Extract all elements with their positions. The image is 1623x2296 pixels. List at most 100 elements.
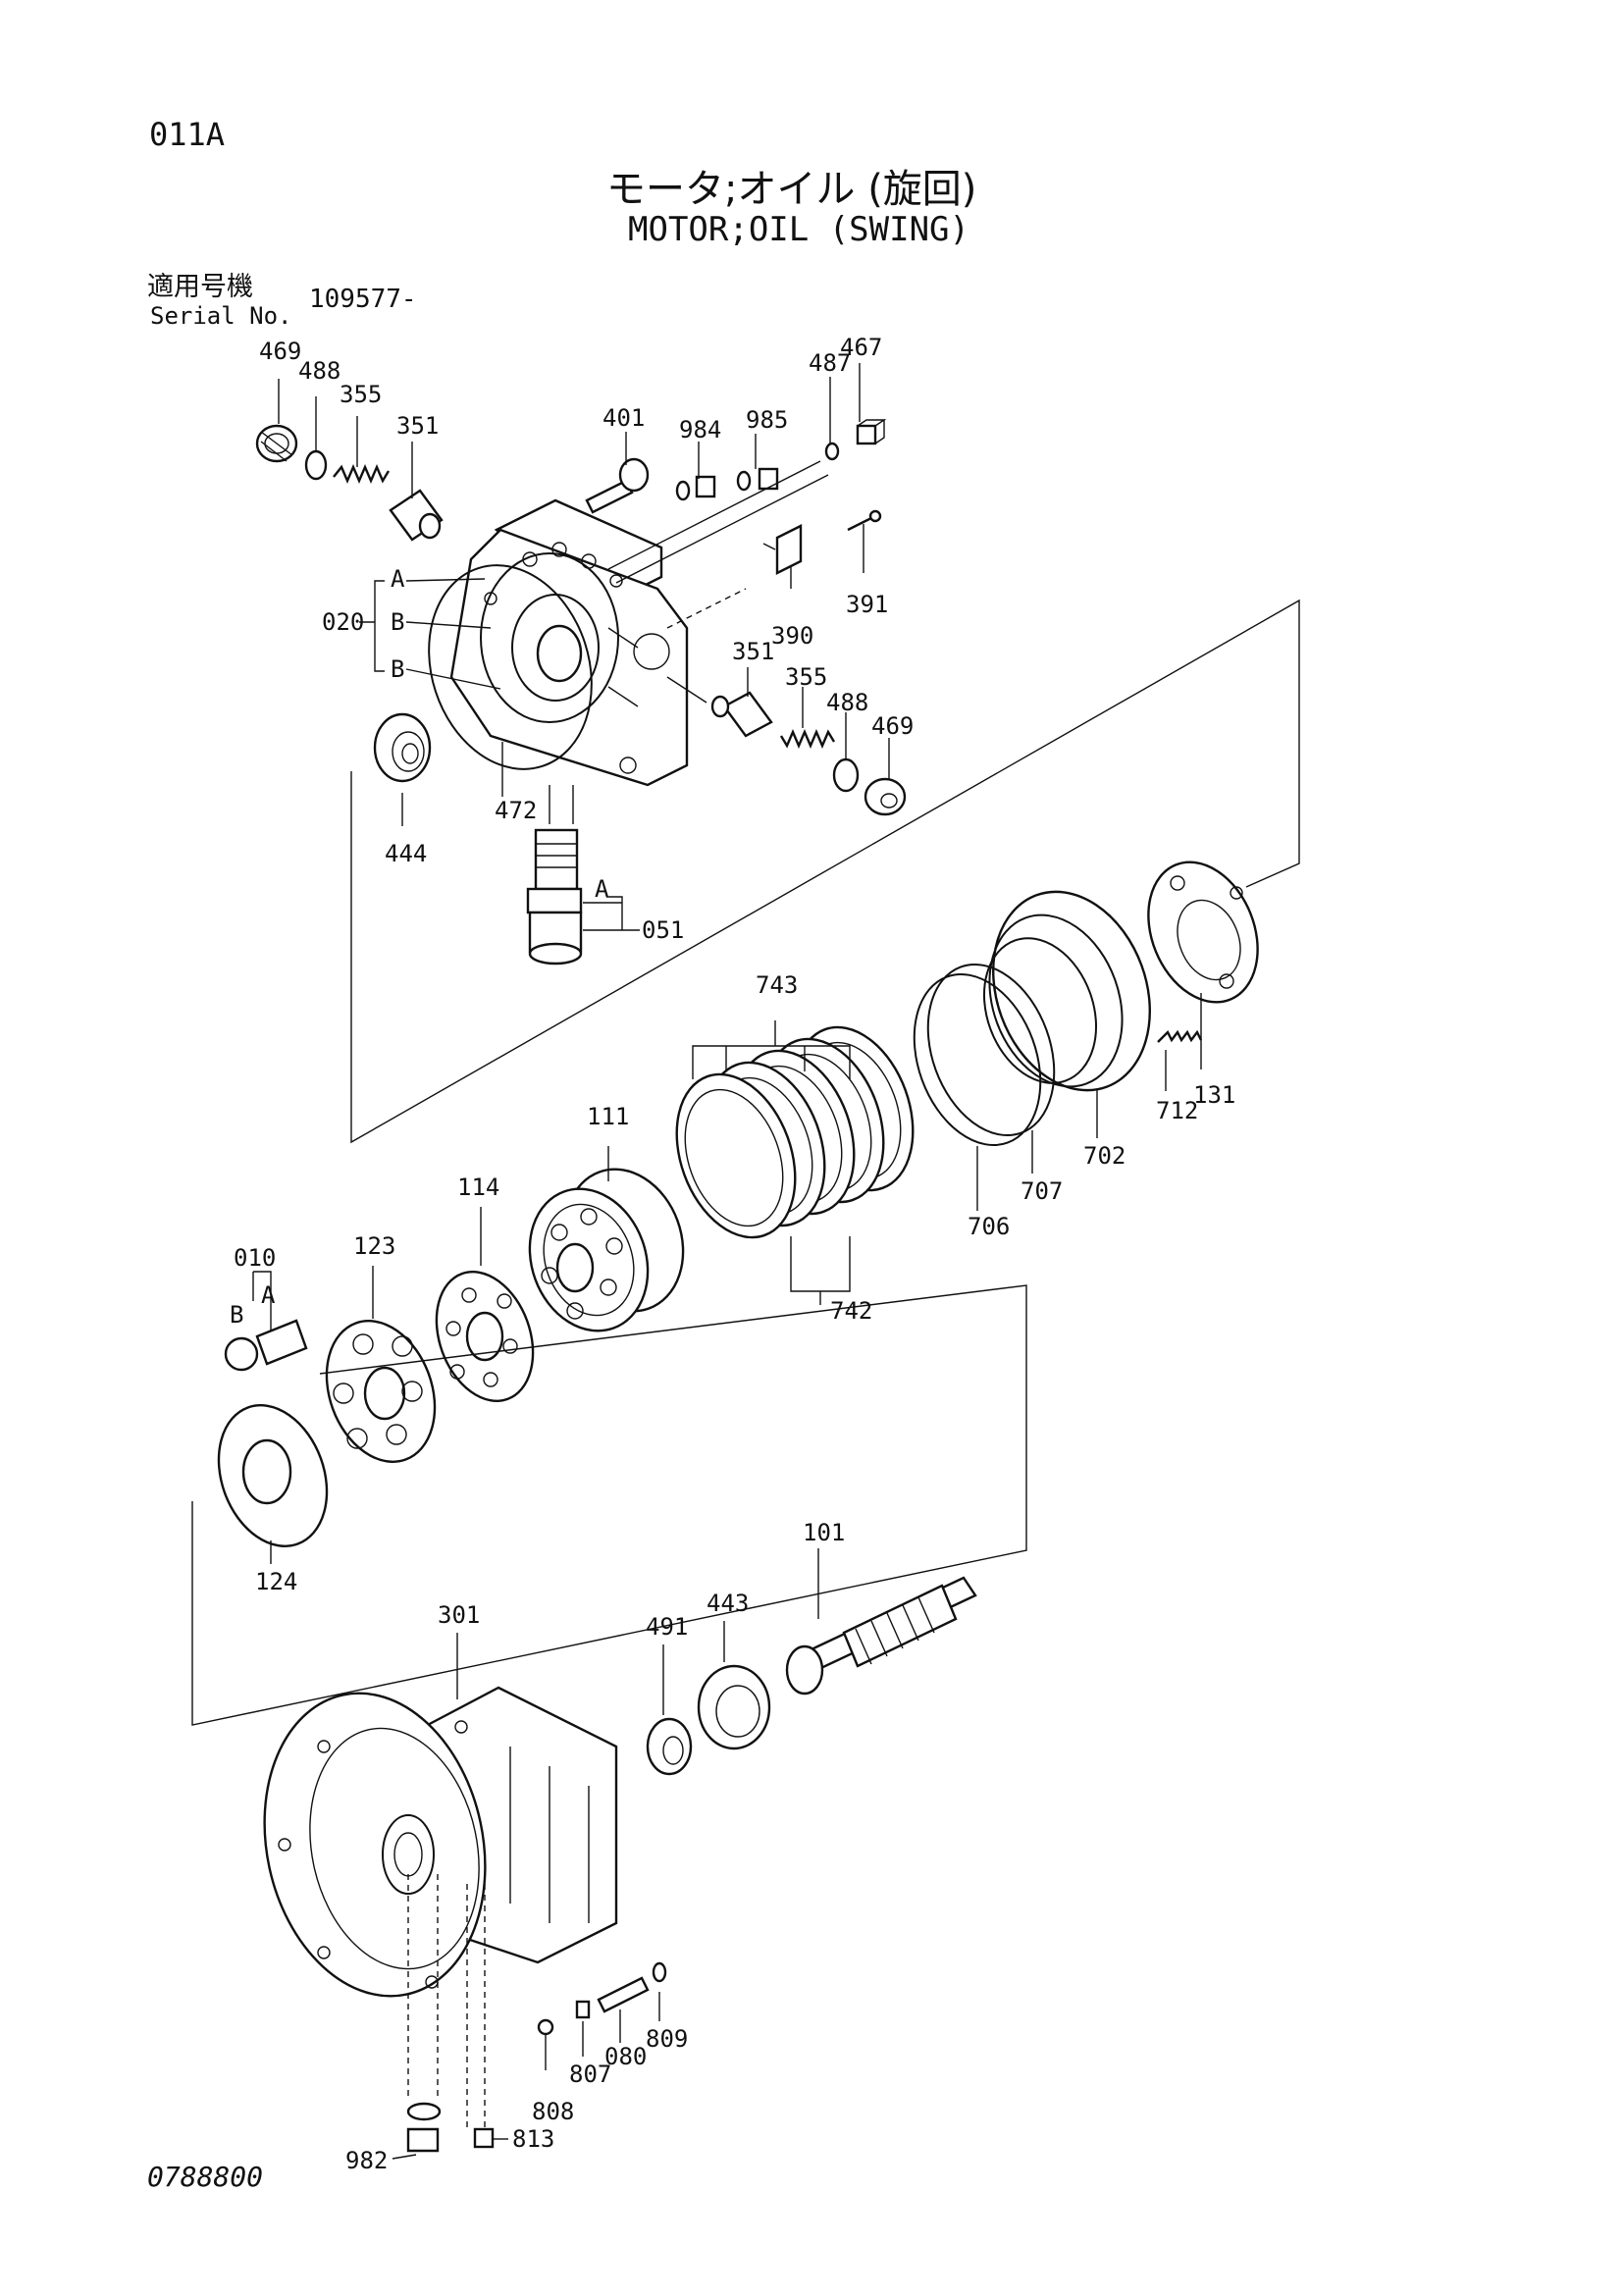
plug-469-lower — [864, 777, 907, 816]
label-743: 743 — [756, 971, 798, 999]
label-010-B: B — [230, 1301, 243, 1329]
part-number-labels: 469 488 355 351 401 984 985 487 467 390 … — [230, 334, 1235, 2174]
label-982: 982 — [345, 2147, 388, 2174]
label-351-lower: 351 — [732, 638, 774, 665]
screw-391 — [847, 509, 882, 532]
plug-813 — [473, 2127, 495, 2149]
plug-401 — [585, 457, 650, 514]
title-english: MOTOR;OIL (SWING) — [628, 210, 969, 249]
label-124: 124 — [255, 1568, 297, 1595]
ring-985 — [736, 470, 752, 492]
label-123: 123 — [353, 1232, 395, 1260]
spool-051 — [526, 828, 583, 965]
nut-984 — [695, 475, 716, 498]
plug-469-upper — [255, 424, 298, 463]
label-390: 390 — [771, 622, 813, 650]
shoe-plate-123 — [325, 1320, 437, 1463]
label-807: 807 — [569, 2061, 611, 2088]
plug-982 — [406, 2102, 442, 2153]
label-401: 401 — [602, 404, 645, 432]
label-111: 111 — [587, 1103, 629, 1130]
o-ring-809 — [652, 1961, 667, 1983]
label-020: 020 — [322, 608, 364, 636]
label-301: 301 — [438, 1601, 480, 1629]
page-code: 011A — [149, 116, 226, 153]
label-051: 051 — [642, 916, 684, 944]
brake-piston-702 — [982, 890, 1151, 1092]
casing-301 — [263, 1686, 618, 1998]
label-984: 984 — [679, 416, 721, 444]
label-020-B2: B — [391, 655, 404, 683]
label-467: 467 — [840, 334, 882, 361]
label-809: 809 — [646, 2025, 688, 2053]
label-020-A: A — [391, 565, 405, 593]
o-ring-487 — [824, 442, 840, 461]
label-808: 808 — [532, 2098, 574, 2125]
nut-985 — [758, 467, 779, 491]
label-351-upper: 351 — [396, 412, 439, 440]
label-491: 491 — [646, 1613, 688, 1641]
o-ring-488-upper — [304, 449, 328, 481]
serial-number-value: 109577- — [309, 285, 417, 314]
ball-808 — [537, 2018, 554, 2036]
bearing-444 — [373, 712, 432, 783]
rod-487 — [607, 460, 821, 570]
label-114: 114 — [457, 1174, 499, 1201]
label-488-lower: 488 — [826, 689, 868, 716]
label-472: 472 — [495, 797, 537, 824]
label-010: 010 — [234, 1244, 276, 1272]
retainer-plate-114 — [435, 1270, 535, 1403]
label-444: 444 — [385, 840, 427, 867]
label-707: 707 — [1021, 1177, 1063, 1205]
piston-assembly-010 — [224, 1319, 308, 1372]
o-ring-706 — [913, 972, 1042, 1147]
oil-seal-491 — [646, 1717, 693, 1776]
name-plate-390 — [762, 524, 803, 575]
spring-355-upper — [333, 463, 391, 485]
label-101: 101 — [803, 1519, 845, 1546]
valve-cover-020 — [449, 498, 689, 787]
label-985: 985 — [746, 406, 788, 434]
label-702: 702 — [1083, 1142, 1126, 1170]
label-813: 813 — [512, 2125, 554, 2153]
label-712: 712 — [1156, 1097, 1198, 1124]
label-051-A: A — [595, 875, 609, 903]
plates-743-742 — [675, 1025, 915, 1239]
o-ring-488-lower — [832, 757, 860, 793]
swash-plate-124 — [217, 1404, 329, 1547]
plug-467 — [856, 418, 887, 445]
valve-plate-131 — [1147, 861, 1259, 1004]
label-487: 487 — [809, 349, 851, 377]
label-706: 706 — [968, 1213, 1010, 1240]
label-488-upper: 488 — [298, 357, 340, 385]
spring-355-lower — [779, 728, 836, 750]
cylinder-block-111 — [528, 1168, 685, 1332]
o-ring-707 — [926, 963, 1056, 1137]
serial-label-english: Serial No. — [150, 302, 292, 330]
label-469-upper: 469 — [259, 338, 301, 365]
drive-shaft-101 — [785, 1576, 977, 1696]
title-japanese: モータ;オイル (旋回) — [606, 167, 977, 212]
label-080: 080 — [604, 2043, 647, 2070]
poppet-351-lower — [710, 691, 773, 738]
label-131: 131 — [1193, 1081, 1235, 1109]
poppet-351-upper — [389, 489, 444, 542]
label-020-B1: B — [391, 608, 404, 636]
o-ring-472 — [428, 564, 593, 770]
bearing-443 — [697, 1664, 771, 1750]
ring-984 — [675, 480, 691, 501]
leader-lines — [191, 363, 1300, 2160]
plug-080 — [597, 1976, 650, 2013]
label-355-lower: 355 — [785, 663, 827, 691]
label-443: 443 — [707, 1590, 749, 1617]
label-010-A: A — [261, 1281, 276, 1309]
spring-712 — [1157, 1029, 1203, 1043]
label-469-lower: 469 — [871, 712, 914, 740]
label-742: 742 — [830, 1297, 872, 1325]
plug-807 — [575, 2000, 591, 2019]
label-355-upper: 355 — [340, 381, 382, 408]
document-number: 0788800 — [147, 2161, 264, 2193]
label-391: 391 — [846, 591, 888, 618]
serial-label-japanese: 適用号機 — [147, 272, 253, 302]
